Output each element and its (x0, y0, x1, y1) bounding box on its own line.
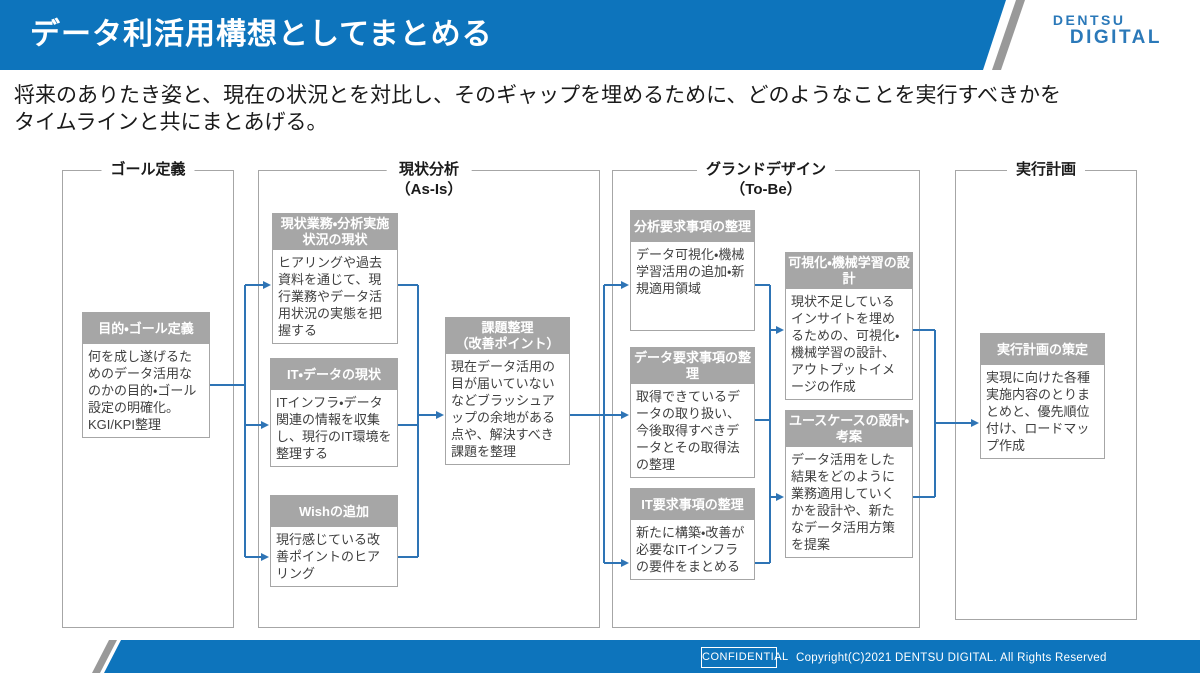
header-banner (0, 0, 1006, 70)
node-data-requirements: データ要求事項の整理 取得できているデータの取り扱い、今後取得すべきデータとその… (630, 347, 755, 478)
node-visualization-ml-design: 可視化・機械学習の設計 現状不足しているインサイトを埋めるための、可視化・機械学… (785, 252, 913, 400)
node-header: 現状業務・分析実施状況の現状 (273, 214, 397, 250)
node-body: 何を成し遂げるためのデータ活用なのかの目的・ゴール設定の明確化。KGI/KPI整… (88, 349, 197, 432)
node-analysis-requirements: 分析要求事項の整理 データ可視化・機械学習活用の追加・新規適用領域 (630, 210, 755, 331)
node-wish-addition: Wishの追加 現行感じている改善ポイントのヒアリング (270, 495, 398, 587)
node-body: 現状不足しているインサイトを埋めるための、可視化・機械学習の設計、アウトプットイ… (791, 294, 900, 394)
dentsu-digital-logo: DENTSU DIGITAL (1053, 13, 1162, 47)
node-body: 現行感じている改善ポイントのヒアリング (276, 532, 381, 581)
page-title: データ利活用構想としてまとめる (30, 18, 493, 51)
column-title-plan: 実行計画 (1006, 160, 1086, 180)
node-issue-organization: 課題整理 （改善ポイント） 現在データ活用の目が届いていないなどブラッシュアップ… (445, 317, 570, 465)
node-header: 目的・ゴール定義 (83, 313, 209, 344)
node-usecase-design: ユースケースの設計・考案 データ活用をした結果をどのように業務適用していくかを設… (785, 410, 913, 558)
node-current-business-analysis: 現状業務・分析実施状況の現状 ヒアリングや過去資料を通じて、現行業務やデータ活用… (272, 213, 398, 344)
node-header: 実行計画の策定 (981, 334, 1104, 365)
intro-text: 将来のありたき姿と、現在の状況とを対比し、そのギャップを埋めるために、どのような… (14, 84, 1062, 134)
node-header: 可視化・機械学習の設計 (786, 253, 912, 289)
node-header: IT要求事項の整理 (631, 489, 754, 520)
copyright-text: Copyright(C)2021 DENTSU DIGITAL. All Rig… (796, 652, 1107, 664)
node-body: 取得できているデータの取り扱い、今後取得すべきデータとその取得法の整理 (636, 389, 741, 472)
node-body: 新たに構築・改善が必要なITインフラの要件をまとめる (636, 525, 745, 574)
column-title-as-is: 現状分析 （As-Is） (386, 160, 472, 200)
confidential-badge: CONFIDENTIAL (701, 647, 788, 668)
node-body: 実現に向けた各種実施内容のとりまとめと、優先順位付け、ロードマップ作成 (986, 370, 1091, 453)
node-purpose-goal-definition: 目的・ゴール定義 何を成し遂げるためのデータ活用なのかの目的・ゴール設定の明確化… (82, 312, 210, 438)
node-body: ITインフラ・データ関連の情報を収集し、現行のIT環境を整理する (276, 395, 392, 461)
node-body: データ活用をした結果をどのように業務適用していくかを設計や、新たなデータ活用方策… (791, 452, 896, 552)
column-title-goal: ゴール定義 (101, 160, 195, 180)
node-execution-plan-formulation: 実行計画の策定 実現に向けた各種実施内容のとりまとめと、優先順位付け、ロードマッ… (980, 333, 1105, 459)
node-it-requirements: IT要求事項の整理 新たに構築・改善が必要なITインフラの要件をまとめる (630, 488, 755, 580)
node-body: 現在データ活用の目が届いていないなどブラッシュアップの余地がある点や、解決すべき… (451, 359, 556, 459)
header-stripe (992, 0, 1025, 70)
node-body: データ可視化・機械学習活用の追加・新規適用領域 (636, 247, 745, 296)
footer-stripe (92, 640, 117, 673)
node-body: ヒアリングや過去資料を通じて、現行業務やデータ活用状況の実態を把握する (278, 255, 383, 338)
node-header: 分析要求事項の整理 (631, 211, 754, 242)
logo-line-dentsu: DENTSU (1052, 12, 1126, 28)
node-header: 課題整理 （改善ポイント） (446, 318, 569, 354)
node-header: Wishの追加 (271, 496, 397, 527)
node-header: ユースケースの設計・考案 (786, 411, 912, 447)
node-header: IT・データの現状 (271, 359, 397, 390)
node-it-data-current: IT・データの現状 ITインフラ・データ関連の情報を収集し、現行のIT環境を整理… (270, 358, 398, 467)
logo-line-digital: DIGITAL (1069, 27, 1162, 48)
footer-banner (104, 640, 1200, 673)
node-header: データ要求事項の整理 (631, 348, 754, 384)
column-title-to-be: グランドデザイン （To-Be） (696, 160, 836, 200)
